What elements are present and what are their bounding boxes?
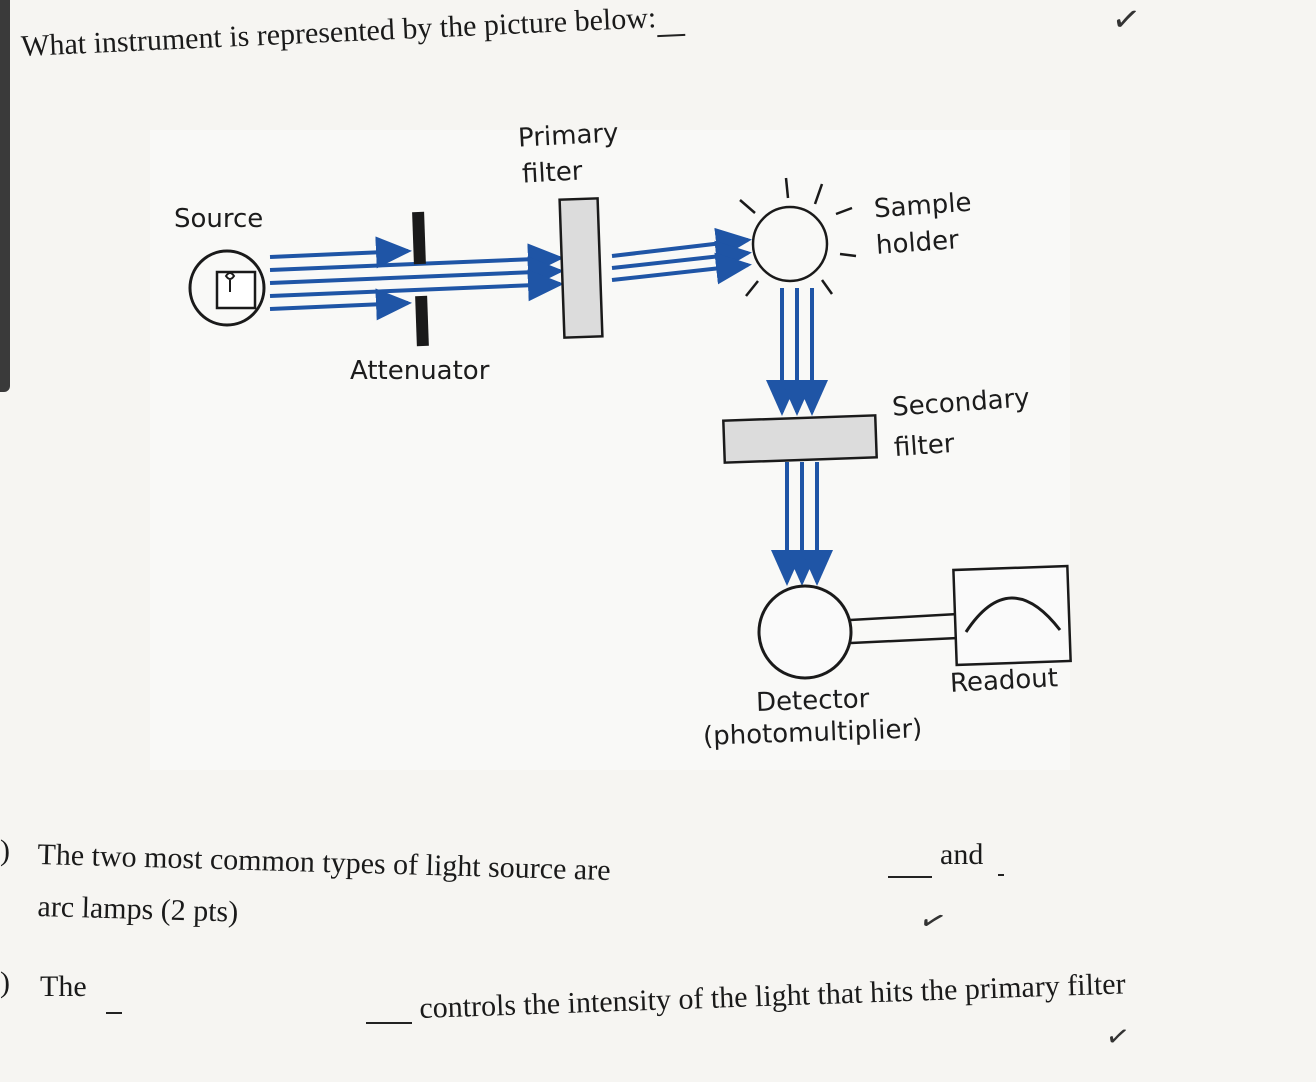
readout-meter-icon — [952, 564, 1072, 667]
sample-holder-icon — [739, 177, 857, 297]
answer-blank — [366, 1022, 412, 1024]
label-readout: Readout — [949, 663, 1059, 699]
answer-blank — [106, 1012, 122, 1014]
filtered-beams — [771, 462, 833, 586]
label-primary-filter-2: filter — [521, 156, 584, 190]
primary-filter-icon — [558, 197, 604, 339]
question-3-start: The — [40, 970, 87, 1003]
question-3-marker: ) — [0, 966, 10, 999]
label-detector-1: Detector — [755, 684, 870, 718]
attenuator-icon — [412, 211, 429, 347]
detector-readout-cable — [849, 612, 959, 645]
window-edge — [0, 0, 10, 392]
label-source: Source — [174, 204, 264, 234]
emission-beams — [766, 288, 828, 416]
label-sample-holder-2: holder — [875, 225, 960, 261]
answer-blank — [888, 876, 932, 878]
primary-beams — [611, 227, 752, 285]
label-attenuator: Attenuator — [350, 356, 490, 386]
answer-blank — [998, 874, 1004, 876]
detector-icon — [757, 584, 853, 680]
source-lamp-icon — [188, 249, 266, 327]
label-primary-filter-1: Primary — [517, 118, 620, 154]
question-2-and: and — [940, 838, 984, 871]
diagram-background — [150, 130, 1070, 770]
question-2-marker: ) — [0, 834, 10, 867]
label-secondary-filter-2: filter — [893, 428, 956, 464]
secondary-filter-icon — [722, 414, 878, 464]
question-2-line-2: arc lamps (2 pts) — [37, 890, 239, 929]
